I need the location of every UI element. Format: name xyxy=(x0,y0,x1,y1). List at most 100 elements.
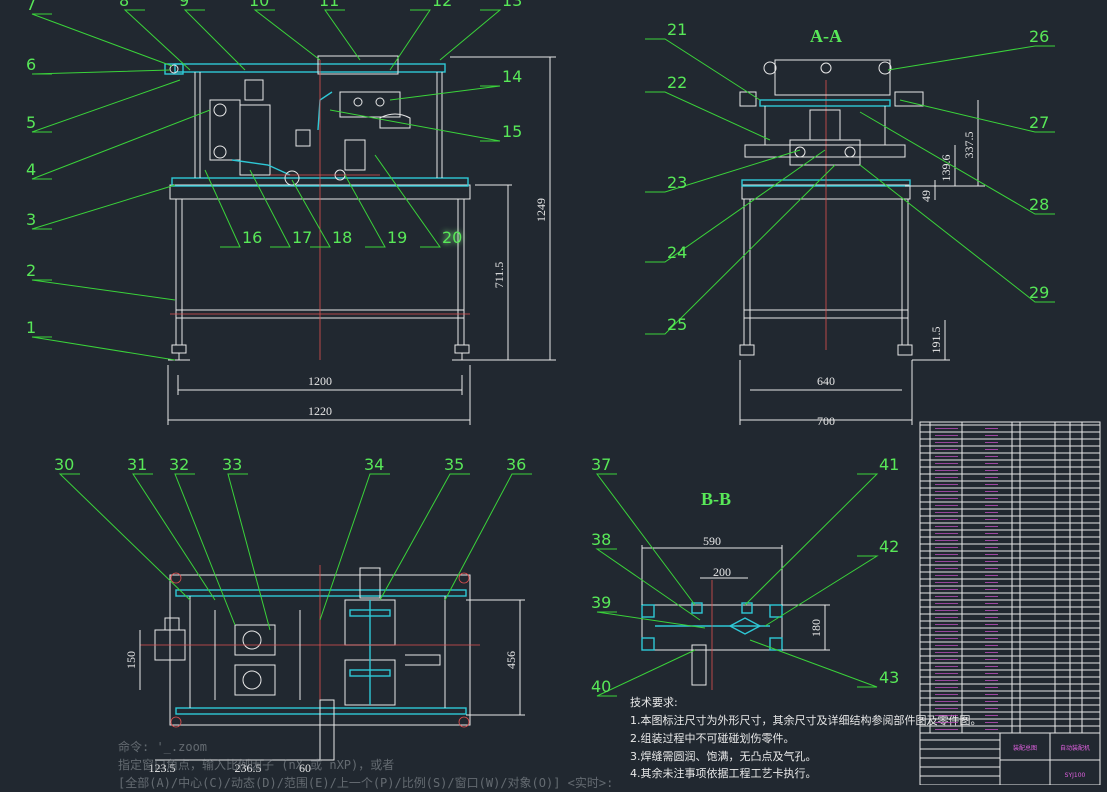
callout-leader-2 xyxy=(31,279,176,301)
callout-leader-21 xyxy=(645,38,761,101)
callout-number-31: 31 xyxy=(127,455,147,474)
command-line-3: [全部(A)/中心(C)/动态(D)/范围(E)/上一个(P)/比例(S)/窗口… xyxy=(118,776,614,790)
callout-leader-23 xyxy=(645,149,801,193)
title-drawing-no: SYJ100 xyxy=(1065,772,1086,779)
callout-leader-41 xyxy=(744,473,879,606)
callout-leader-8 xyxy=(123,9,191,71)
callout-number-17: 17 xyxy=(292,228,312,247)
callout-29: 29 xyxy=(859,164,1055,303)
callout-23: 23 xyxy=(645,149,801,193)
dim-1249: 1249 xyxy=(534,198,548,222)
callout-number-8: 8 xyxy=(119,0,129,10)
dim-191: 191.5 xyxy=(929,327,943,354)
callout-leader-38 xyxy=(595,548,701,621)
callout-leader-18 xyxy=(291,179,331,248)
callout-33: 33 xyxy=(222,455,271,631)
command-line-2: 指定窗口角点，输入比例因子 (nX 或 nXP)，或者 xyxy=(118,758,395,772)
callout-25: 25 xyxy=(645,164,836,335)
dim-180: 180 xyxy=(809,619,823,637)
callout-number-24: 24 xyxy=(667,243,687,262)
callout-12: 12 xyxy=(389,0,452,71)
callout-3: 3 xyxy=(26,184,176,230)
tech-heading: 技术要求: xyxy=(630,696,678,709)
callout-18: 18 xyxy=(291,179,352,248)
bom-table: 装配总图 自动装配机 SYJ100 xyxy=(919,421,1101,785)
callout-26: 26 xyxy=(887,27,1055,71)
callout-19: 19 xyxy=(344,174,407,248)
tech-item-4: 4.其余未注事项依据工程工艺卡执行。 xyxy=(630,766,817,780)
callout-2: 2 xyxy=(26,261,176,301)
callout-leader-15 xyxy=(329,109,501,142)
dim-123: 123.5 xyxy=(149,761,176,775)
callout-number-16: 16 xyxy=(242,228,262,247)
callout-17: 17 xyxy=(249,169,312,248)
callout-number-28: 28 xyxy=(1029,195,1049,214)
callout-20: 20 xyxy=(374,154,462,248)
callout-leader-12 xyxy=(389,9,431,71)
callout-leader-36 xyxy=(444,473,532,601)
callout-leader-11 xyxy=(324,9,361,61)
callout-41: 41 xyxy=(744,455,899,606)
callout-number-23: 23 xyxy=(667,173,687,192)
callout-number-12: 12 xyxy=(432,0,452,10)
callout-number-11: 11 xyxy=(319,0,339,10)
callout-number-25: 25 xyxy=(667,315,687,334)
callout-number-10: 10 xyxy=(249,0,269,10)
dim-590: 590 xyxy=(703,534,721,548)
callout-leader-25 xyxy=(645,164,836,335)
callout-27: 27 xyxy=(899,99,1055,133)
tech-item-3: 3.焊缝需圆润、饱满，无凸点及气孔。 xyxy=(630,749,817,763)
callout-leader-19 xyxy=(344,174,386,248)
dim-139: 139.6 xyxy=(939,155,953,182)
callout-number-33: 33 xyxy=(222,455,242,474)
callout-number-40: 40 xyxy=(591,677,611,696)
callout-35: 35 xyxy=(379,455,470,601)
callout-leader-34 xyxy=(319,473,390,621)
callout-leader-1 xyxy=(31,336,176,361)
callout-32: 32 xyxy=(169,455,236,626)
callout-number-4: 4 xyxy=(26,160,36,179)
callout-number-15: 15 xyxy=(502,122,522,141)
dim-711: 711.5 xyxy=(492,262,506,289)
callout-leader-42 xyxy=(764,555,879,627)
callout-37: 37 xyxy=(591,455,696,606)
callout-leader-29 xyxy=(859,164,1055,303)
dim-640: 640 xyxy=(817,374,835,388)
callout-number-26: 26 xyxy=(1029,27,1049,46)
callout-leader-27 xyxy=(899,99,1055,133)
dim-456: 456 xyxy=(504,651,518,669)
callout-number-35: 35 xyxy=(444,455,464,474)
callout-10: 10 xyxy=(249,0,321,61)
callout-38: 38 xyxy=(591,530,701,621)
callout-leader-35 xyxy=(379,473,470,601)
callout-1: 1 xyxy=(26,318,176,361)
callout-9: 9 xyxy=(179,0,246,71)
callout-number-38: 38 xyxy=(591,530,611,549)
callout-number-14: 14 xyxy=(502,67,522,86)
callout-43: 43 xyxy=(749,639,899,688)
callout-leader-32 xyxy=(174,473,236,626)
callout-number-42: 42 xyxy=(879,537,899,556)
command-line[interactable]: 命令: '_.zoom 指定窗口角点，输入比例因子 (nX 或 nXP)，或者 … xyxy=(118,738,918,790)
callout-leader-13 xyxy=(439,9,502,61)
callout-leader-26 xyxy=(887,45,1055,71)
tech-requirements: 技术要求: 1.本图标注尺寸为外形尺寸，其余尺寸及详细结构参阅部件图及零件图。 … xyxy=(630,696,982,780)
dim-236: 236.5 xyxy=(235,761,262,775)
callout-leader-14 xyxy=(389,85,501,101)
callout-number-7: 7 xyxy=(26,0,36,14)
callout-30: 30 xyxy=(54,455,191,601)
callout-leader-33 xyxy=(227,473,271,631)
dim-150: 150 xyxy=(124,651,138,669)
top-view xyxy=(140,565,480,761)
front-view xyxy=(164,55,474,361)
callout-13: 13 xyxy=(439,0,522,61)
callout-leader-7 xyxy=(31,13,173,67)
callout-leader-31 xyxy=(132,473,216,601)
dim-49: 49 xyxy=(919,190,933,202)
callout-42: 42 xyxy=(764,537,899,627)
callout-11: 11 xyxy=(319,0,361,61)
callout-leader-3 xyxy=(31,184,176,230)
top-dimensions: 150 456 123.5 236.5 60 xyxy=(124,599,525,775)
